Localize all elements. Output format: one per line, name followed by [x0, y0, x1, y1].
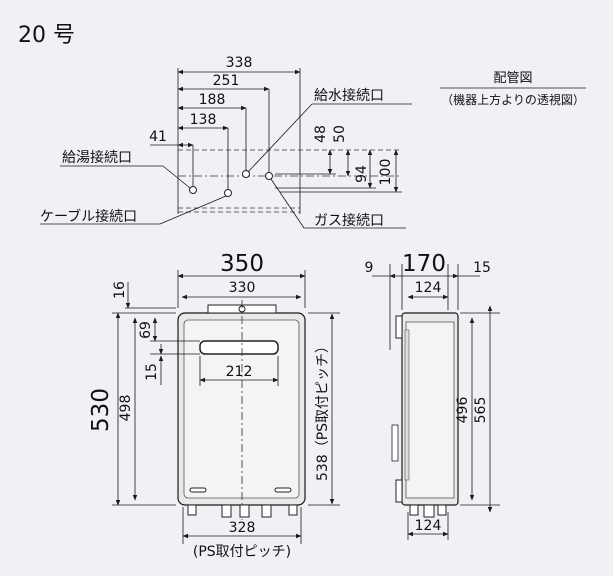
dim-530: 530	[88, 388, 114, 432]
dim-170: 170	[402, 251, 446, 277]
callout-water-inlet: 給水接続口	[314, 87, 384, 104]
dim-212: 212	[226, 364, 253, 380]
cable-port-icon	[224, 189, 232, 197]
dim-188: 188	[199, 92, 226, 108]
dim-350: 350	[220, 251, 264, 277]
dim-48: 48	[313, 125, 329, 143]
plan-sublabel: （機器上方よりの透視図）	[441, 92, 585, 107]
side-view: 9 170 15 124 496 565 124	[365, 251, 500, 540]
dim-251: 251	[213, 73, 240, 89]
front-view: 350 330 530 498 16 69	[88, 251, 340, 560]
dim-496: 496	[455, 397, 471, 424]
dim-330: 330	[229, 280, 256, 296]
dim-124-bottom: 124	[415, 518, 442, 534]
dim-9: 9	[365, 260, 374, 276]
dim-100: 100	[378, 159, 394, 186]
dim-565: 565	[473, 397, 489, 424]
ps-pitch-bottom: (PS取付ピッチ)	[193, 544, 291, 560]
page-title: 20 号	[18, 23, 75, 48]
dim-338: 338	[226, 55, 253, 71]
dim-538: 538（PS取付ピッチ）	[315, 339, 331, 481]
dim-41: 41	[149, 129, 167, 145]
hot-water-port-icon	[189, 186, 197, 194]
dim-124-top: 124	[415, 280, 442, 296]
dim-94: 94	[354, 165, 370, 183]
dim-328: 328	[229, 520, 256, 536]
plan-label: 配管図	[493, 71, 532, 86]
dim-138: 138	[190, 112, 217, 128]
callout-gas: ガス接続口	[314, 212, 384, 229]
dim-15: 15	[144, 363, 160, 381]
control-panel	[199, 340, 279, 355]
dim-50: 50	[332, 125, 348, 143]
callout-cable: ケーブル接続口	[40, 208, 137, 225]
plan-view: 配管図 （機器上方よりの透視図） 338 251 188 138 41	[40, 55, 586, 229]
dim-498: 498	[118, 395, 134, 422]
gas-port-icon	[265, 172, 273, 180]
water-inlet-port-icon	[242, 170, 250, 178]
dim-16: 16	[112, 281, 128, 299]
dim-15-side: 15	[473, 260, 491, 276]
dim-69: 69	[138, 321, 154, 339]
callout-hot-water: 給湯接続口	[62, 149, 132, 166]
